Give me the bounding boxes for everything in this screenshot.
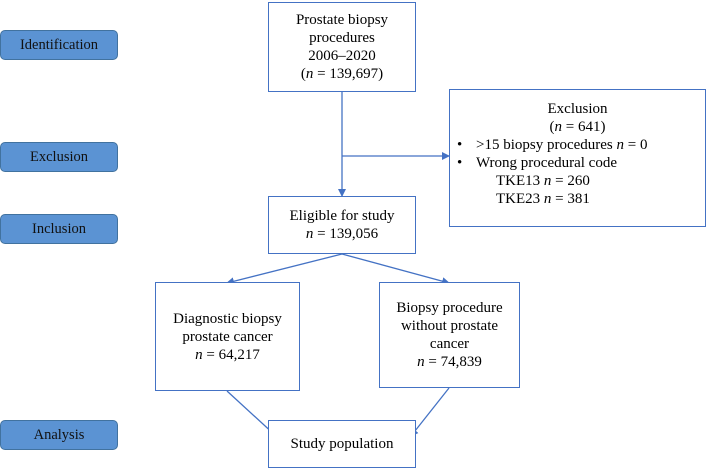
diagnostic-line1: Diagnostic biopsy	[173, 310, 282, 327]
eligible-line1: Eligible for study	[289, 208, 395, 224]
diagnostic-line2: prostate cancer	[182, 328, 273, 345]
study-line1: Study population	[290, 436, 394, 452]
arrow-diagnostic-to-study	[226, 390, 277, 437]
biopsy-line2: procedures	[309, 30, 375, 46]
box-study-population: Study population	[268, 420, 416, 468]
arrow-eligible-to-without	[341, 253, 450, 286]
exclusion-count: (n = 641)	[549, 119, 606, 135]
without-line3: cancer	[429, 336, 470, 352]
without-line2: without prostate	[400, 318, 499, 334]
biopsy-line1: Prostate biopsy	[295, 12, 389, 28]
box-exclusion: Exclusion (n = 641) >15 biopsy procedure…	[449, 89, 706, 227]
arrow-without-to-study	[410, 387, 450, 437]
exclusion-item-max-procedures: >15 biopsy procedures n = 0	[457, 136, 705, 154]
box-eligible-for-study: Eligible for study n = 139,056	[268, 196, 416, 254]
stage-exclusion: Exclusion	[0, 142, 118, 172]
biopsy-count: (n = 139,697)	[300, 66, 384, 82]
biopsy-line3: 2006–2020	[308, 48, 376, 64]
box-prostate-biopsy-procedures: Prostate biopsy procedures 2006–2020 (n …	[268, 2, 416, 92]
exclusion-sub-tke13: TKE13 n = 260	[496, 173, 590, 189]
without-line1: Biopsy procedure	[396, 300, 503, 316]
box-biopsy-without-cancer: Biopsy procedure without prostate cancer…	[379, 282, 520, 388]
exclusion-list: >15 biopsy procedures n = 0 Wrong proced…	[450, 136, 705, 172]
diagnostic-count: n = 64,217	[195, 346, 260, 363]
stage-analysis: Analysis	[0, 420, 118, 450]
exclusion-sub-tke23: TKE23 n = 381	[496, 191, 590, 207]
eligible-count: n = 139,056	[305, 226, 379, 242]
stage-identification: Identification	[0, 30, 118, 60]
stage-inclusion: Inclusion	[0, 214, 118, 244]
exclusion-title: Exclusion	[547, 101, 608, 117]
without-count: n = 74,839	[417, 354, 482, 370]
box-diagnostic-biopsy: Diagnostic biopsy prostate cancer n = 64…	[155, 282, 300, 391]
arrow-eligible-to-diagnostic	[226, 253, 343, 286]
exclusion-item-wrong-code: Wrong procedural code	[457, 154, 705, 172]
